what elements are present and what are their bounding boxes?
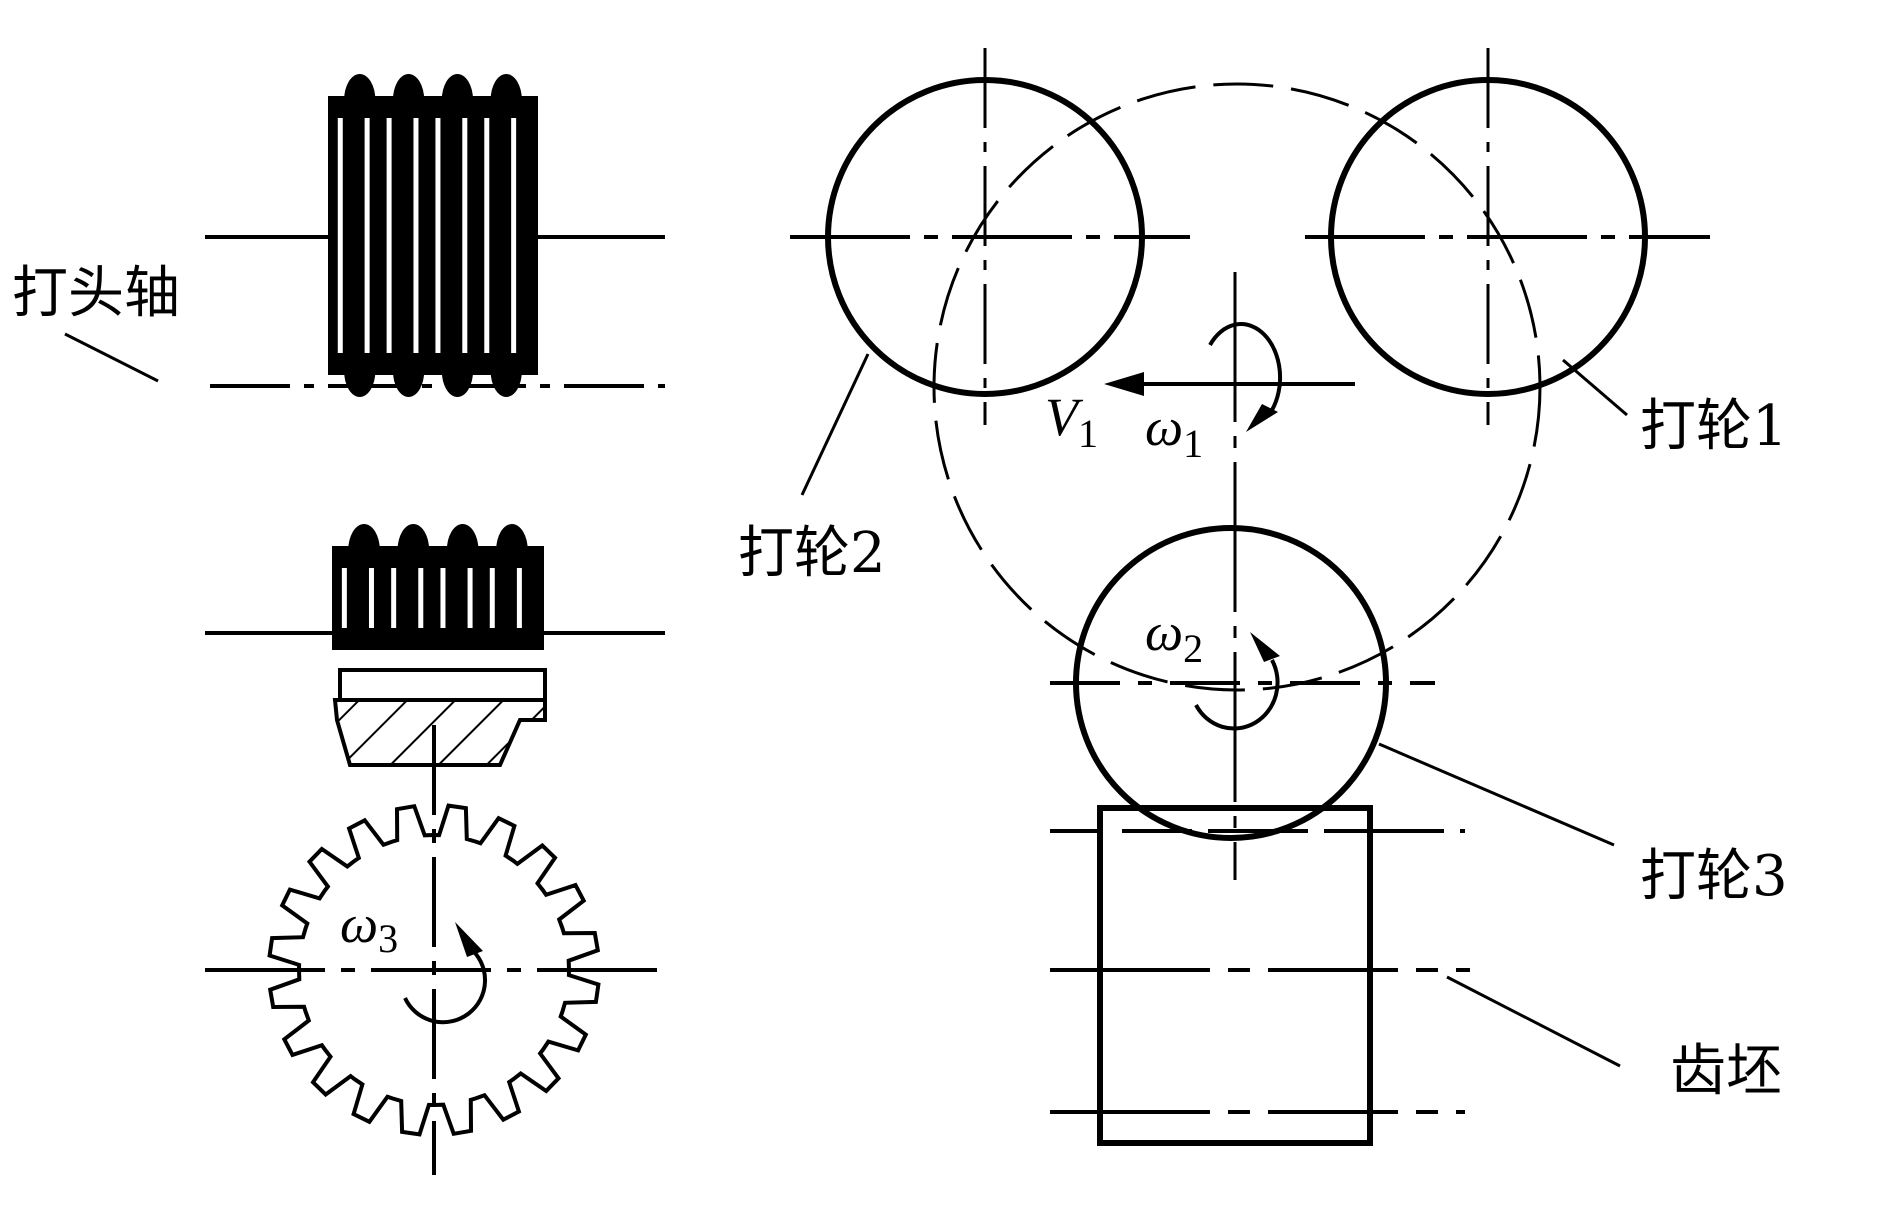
omega1-arrowhead-icon (1246, 404, 1278, 432)
worm-core (328, 96, 538, 375)
worm-thread-highlight (435, 118, 441, 353)
head-shaft-label: 打头轴 (12, 261, 180, 326)
wheel-1-label: 打轮1 (1640, 394, 1788, 459)
worm-thread-highlight (511, 118, 517, 353)
omega3-arrowhead-icon (455, 922, 483, 957)
v1-arrowhead-icon (1104, 372, 1144, 396)
head-shaft-worm-bottom (205, 524, 665, 767)
gear-blank-leader (1446, 975, 1621, 1068)
gear-blank-body (1097, 805, 1373, 1146)
rotor-center: V1 ω1 (1045, 272, 1355, 880)
worm-thread-highlight (484, 118, 490, 353)
worm-thread-highlight (391, 568, 397, 628)
worm-thread-crest (490, 74, 522, 126)
worm-thread-highlight (413, 118, 419, 353)
head-shaft-worm-top: 打头轴 (12, 74, 665, 397)
gear-blank: 齿坯 (1050, 805, 1782, 1146)
worm-thread-crest (446, 524, 479, 576)
worm-thread-highlight (386, 118, 392, 353)
omega2-arrowhead-icon (1250, 632, 1280, 662)
omega3-rotation-arrow (403, 946, 488, 1025)
omega3-label: ω3 (340, 894, 398, 961)
worm-thread-crest (441, 74, 474, 126)
wheel-3: ω2 打轮3 (1050, 525, 1788, 909)
wheel-2-leader (800, 353, 870, 496)
worm-thread-highlight (337, 118, 343, 353)
worm-thread-crest (397, 524, 430, 576)
worm-thread-highlight (462, 118, 468, 353)
worm-thread-crest (441, 345, 474, 397)
worm-body (332, 524, 544, 650)
omega1-rotation-arrow (1208, 322, 1283, 411)
wheel-2-label: 打轮2 (738, 521, 886, 586)
worm-thread-highlight (418, 568, 424, 628)
wheel-3-label: 打轮3 (1640, 844, 1788, 909)
head-shaft-leader (64, 332, 159, 383)
worm-thread-crest (392, 74, 425, 126)
worm-thread-highlight (364, 118, 370, 353)
worm-thread-crest (496, 524, 528, 576)
hatched-cutter (332, 698, 547, 767)
omega2-rotation-arrow (1194, 659, 1280, 731)
v1-label: V1 (1045, 387, 1098, 456)
worm-collar (338, 668, 547, 702)
worm-body (328, 74, 538, 397)
worm-thread-highlight (368, 568, 374, 628)
worm-thread-highlight (489, 568, 495, 628)
worm-thread-crest (490, 345, 522, 397)
wheel-2: 打轮2 (738, 48, 1190, 586)
gear-3: ω3 (205, 725, 665, 1175)
omega2-label: ω2 (1145, 602, 1203, 671)
gear-blank-label: 齿坯 (1670, 1039, 1782, 1104)
worm-thread-highlight (341, 568, 347, 628)
wheel-1: 打轮1 (1305, 48, 1788, 459)
worm-thread-highlight (440, 568, 446, 628)
worm-thread-highlight (516, 568, 522, 628)
worm-thread-crest (392, 345, 425, 397)
worm-thread-crest (348, 524, 380, 576)
wheel-3-leader (1378, 742, 1615, 847)
omega1-label: ω1 (1145, 397, 1203, 466)
worm-thread-crest (344, 74, 376, 126)
wheel-1-leader (1562, 358, 1628, 417)
worm-thread-crest (344, 345, 376, 397)
worm-thread-highlight (467, 568, 473, 628)
